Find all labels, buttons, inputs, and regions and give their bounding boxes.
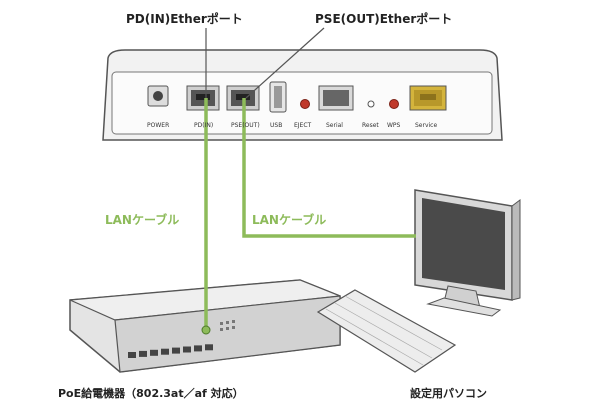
pc-device [316, 189, 521, 373]
eject-label: EJECT [294, 122, 312, 129]
cable-right-label: LANケーブル [252, 213, 327, 227]
switch-port [161, 348, 169, 355]
usb-port [269, 81, 287, 113]
switch-port [194, 345, 202, 352]
cable-right [242, 98, 416, 238]
pse-callout-line [245, 27, 325, 99]
switch-port [205, 344, 213, 351]
pc-label: 設定用パソコン [410, 387, 487, 400]
cable-left-label: LANケーブル [105, 213, 180, 227]
cable-left-plug [201, 325, 211, 335]
service-label: Service [415, 122, 438, 129]
pd-port-label: PD(IN) [194, 122, 214, 129]
wps-label: WPS [387, 122, 401, 129]
pse-port-label: PSE(OUT) [231, 122, 260, 129]
switch-port [150, 349, 158, 356]
switch-port [172, 347, 180, 354]
usb-label: USB [270, 122, 283, 129]
pse-out-callout: PSE(OUT)Etherポート [315, 12, 453, 26]
service-port [409, 85, 447, 111]
serial-label: Serial [326, 122, 343, 129]
power-jack [147, 85, 169, 107]
reset-button [367, 100, 375, 108]
poe-switch-label: PoE給電機器（802.3at／af 対応） [58, 387, 244, 400]
switch-port [183, 346, 191, 353]
pd-in-callout: PD(IN)Etherポート [126, 12, 243, 26]
serial-port [318, 85, 354, 111]
wps-button [389, 99, 399, 109]
pd-in-port [186, 85, 220, 111]
switch-port [139, 350, 147, 357]
eject-button [300, 99, 310, 109]
power-label: POWER [147, 122, 170, 129]
switch-port [128, 352, 136, 358]
reset-label: Reset [362, 122, 379, 129]
